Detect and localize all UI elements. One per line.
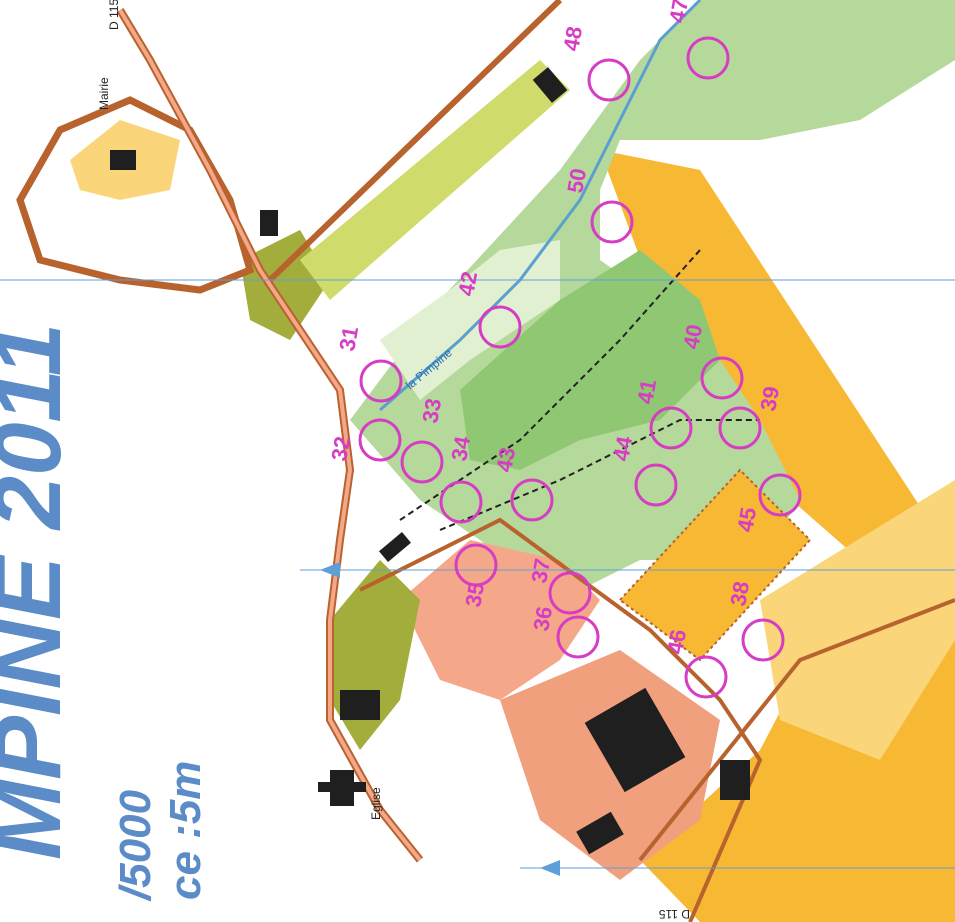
map-title: MPINE 2011	[0, 323, 81, 860]
control-circle-42[interactable]	[478, 305, 522, 349]
town-hall-label: Mairie	[97, 77, 111, 110]
church-symbol-cross	[318, 782, 366, 792]
building	[260, 210, 278, 236]
road-east	[638, 598, 955, 862]
church-label: Eglise	[369, 787, 383, 820]
control-circle-40[interactable]	[700, 356, 744, 400]
control-number-42: 42	[453, 269, 482, 297]
paved-area	[400, 540, 600, 700]
control-number-37: 37	[526, 556, 555, 584]
control-circle-45[interactable]	[758, 473, 802, 517]
control-number-36: 36	[528, 604, 557, 632]
control-circle-47[interactable]	[686, 36, 730, 80]
control-circle-37[interactable]	[548, 571, 592, 615]
road-label-bottom: D 115	[659, 907, 690, 921]
control-number-32: 32	[326, 434, 355, 462]
control-circle-32[interactable]	[358, 418, 402, 462]
control-circle-41[interactable]	[649, 406, 693, 450]
control-circle-35[interactable]	[454, 543, 498, 587]
control-circle-36[interactable]	[556, 615, 600, 659]
olive-strip	[300, 60, 570, 300]
control-number-48: 48	[558, 24, 587, 52]
olive-area-west	[330, 560, 420, 750]
yellow-sports-field	[618, 468, 812, 662]
trail-2	[439, 419, 760, 531]
control-number-34: 34	[446, 434, 475, 463]
control-number-45: 45	[732, 505, 761, 533]
control-circle-46[interactable]	[684, 655, 728, 699]
building	[110, 150, 136, 170]
building	[532, 67, 568, 103]
control-number-43: 43	[491, 445, 520, 473]
building	[720, 760, 750, 800]
control-number-50: 50	[562, 166, 591, 194]
control-number-31: 31	[334, 324, 363, 352]
magnetic-arrow	[320, 562, 340, 578]
control-circle-31[interactable]	[359, 359, 403, 403]
trail	[399, 249, 701, 521]
control-circle-39[interactable]	[718, 406, 762, 450]
road-label-top: D 115	[107, 0, 121, 30]
control-circle-33[interactable]	[400, 440, 444, 484]
building	[584, 687, 686, 793]
control-circle-43[interactable]	[510, 478, 554, 522]
control-circle-44[interactable]	[634, 463, 678, 507]
control-circle-50[interactable]	[590, 200, 634, 244]
stream	[379, 0, 702, 412]
control-number-38: 38	[725, 579, 754, 607]
building	[576, 811, 624, 855]
road-main-inner	[118, 8, 422, 862]
magnetic-arrow	[540, 860, 560, 876]
rough-open-area	[760, 480, 955, 760]
control-number-47: 47	[664, 0, 693, 25]
control-circle-38[interactable]	[741, 618, 785, 662]
map-scale: /5000	[111, 789, 160, 902]
control-number-40: 40	[678, 322, 707, 350]
map-equidistance: ce :5m	[161, 761, 210, 900]
control-number-46: 46	[662, 627, 691, 655]
control-number-44: 44	[608, 434, 637, 463]
control-circle-48[interactable]	[587, 58, 631, 102]
control-number-33: 33	[417, 396, 446, 424]
building	[379, 531, 411, 563]
control-circle-34[interactable]	[439, 480, 483, 524]
control-number-35: 35	[460, 580, 489, 608]
building	[340, 690, 380, 720]
control-number-39: 39	[755, 384, 784, 412]
control-number-41: 41	[632, 377, 661, 405]
road-north	[267, 0, 563, 283]
